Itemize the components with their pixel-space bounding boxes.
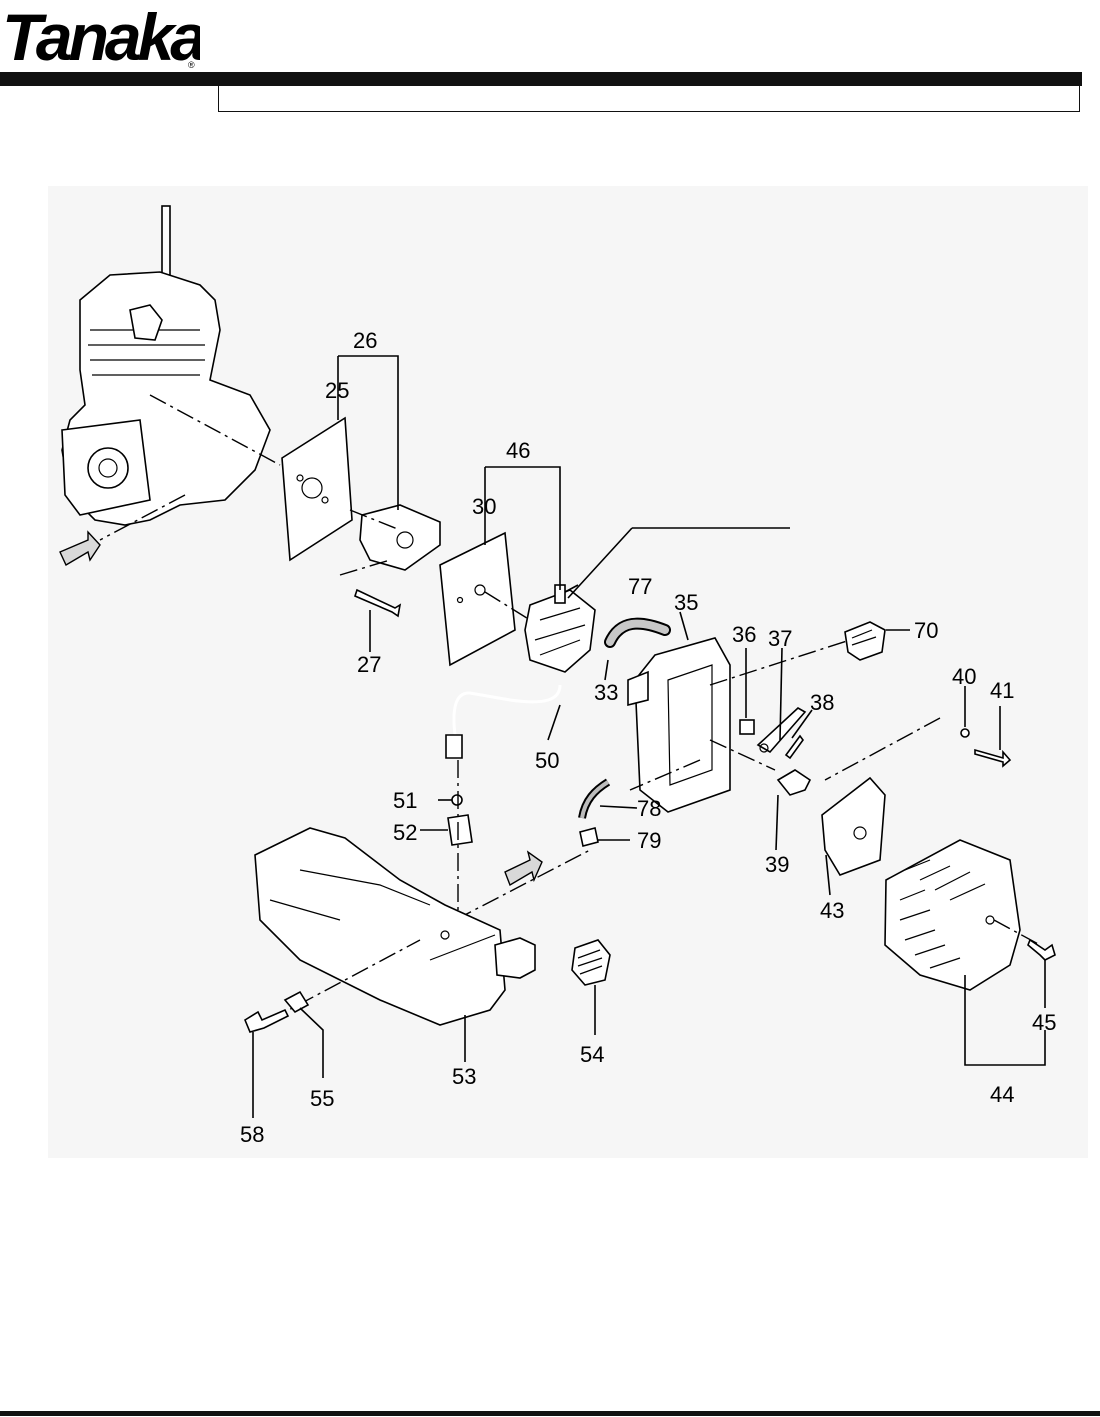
callout-43: 43 [820,898,844,923]
callout-58: 58 [240,1122,264,1147]
callout-labels: 26 25 27 46 30 77 35 36 37 38 70 40 41 3… [240,328,1056,1147]
tanaka-logo: Tanaka ® [2,2,200,72]
callout-54: 54 [580,1042,604,1067]
footer-rule [0,1411,1100,1416]
callout-30: 30 [472,494,496,519]
bolt-41 [974,748,1012,768]
parts-diagram-panel [48,186,1088,1158]
carburetor-assembly [439,531,596,673]
callout-36: 36 [732,622,756,647]
callout-46: 46 [506,438,530,463]
fitting-79 [579,827,599,847]
callout-27: 27 [357,652,381,677]
callout-35: 35 [674,590,698,615]
callout-79: 79 [637,828,661,853]
header-rule [0,72,1082,86]
callout-50: 50 [535,748,559,773]
callout-55: 55 [310,1086,334,1111]
callout-26: 26 [353,328,377,353]
fuel-tank-53 [254,827,536,1026]
callout-78: 78 [637,796,661,821]
callout-77: 77 [628,574,652,599]
registered-mark: ® [188,60,195,70]
collar-36 [739,719,755,735]
washer-40 [960,728,970,738]
leader-lines [252,355,1046,1118]
callout-52: 52 [393,820,417,845]
primer-pump-70 [844,621,886,661]
engine-illustration [61,205,281,541]
fuel-cap-54 [571,939,611,986]
callout-53: 53 [452,1064,476,1089]
bolt-58 [243,1008,290,1033]
header-title-box [218,86,1080,112]
bolt-45 [1027,938,1056,961]
direction-arrow-center [504,850,543,887]
grommet-55 [283,990,310,1014]
callout-44: 44 [990,1082,1014,1107]
callout-45: 45 [1032,1010,1056,1035]
callout-40: 40 [952,664,976,689]
lever-37 [756,707,807,754]
oring-51 [451,794,463,806]
bracket-39 [776,769,812,796]
callout-37: 37 [768,626,792,651]
callout-38: 38 [810,690,834,715]
callout-25: 25 [325,378,349,403]
hose-77 [604,617,671,648]
direction-arrow-left [59,530,101,566]
callout-33: 33 [594,680,618,705]
filter-52 [447,814,473,846]
air-cleaner-base [627,637,851,813]
callout-51: 51 [393,788,417,813]
callout-41: 41 [990,678,1014,703]
insulator-assembly [281,416,441,618]
callout-39: 39 [765,852,789,877]
element-43 [821,776,886,876]
plate-38 [784,734,804,760]
brand-name: Tanaka [2,2,200,72]
callout-70: 70 [914,618,938,643]
air-cleaner-cover-44 [884,839,1041,991]
